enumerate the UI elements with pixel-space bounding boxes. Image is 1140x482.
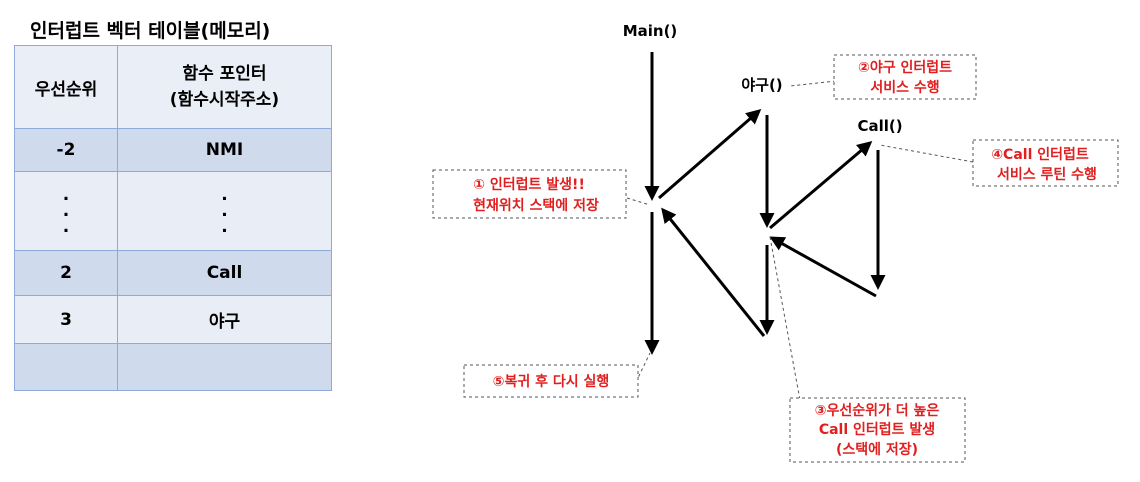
step3-line2: Call 인터럽트 발생 xyxy=(819,421,935,438)
step1-line1: ① 인터럽트 발생!! xyxy=(473,176,585,193)
step3-box xyxy=(789,397,966,463)
step3-leader xyxy=(769,236,801,401)
step4-box xyxy=(972,139,1119,187)
step2-line1: ②야구 인터럽트 xyxy=(858,59,952,76)
return-to-baseball-arrow xyxy=(769,236,877,298)
row-priority xyxy=(14,343,118,391)
step5-box xyxy=(463,364,639,398)
step4-leader xyxy=(879,144,974,163)
main-label: Main() xyxy=(623,22,678,40)
step2-line2: 서비스 수행 xyxy=(870,80,939,96)
step1-leader xyxy=(626,197,651,206)
row-priority-ellipsis: ... xyxy=(14,171,118,251)
step1-box xyxy=(432,169,627,219)
header-function-pointer: 함수 포인터(함수시작주소) xyxy=(117,45,332,129)
header-function-pointer-line: 함수 포인터(함수시작주소) xyxy=(169,64,280,110)
step1-line2: 현재위치 스택에 저장 xyxy=(473,197,599,214)
step3-line3: (스택에 저장) xyxy=(836,441,918,458)
step2-box xyxy=(833,54,977,100)
table-row xyxy=(14,343,332,391)
table-row: ... ... xyxy=(14,171,332,251)
jump-to-call-arrow xyxy=(769,141,873,230)
table-header-row: 우선순위 함수 포인터(함수시작주소) xyxy=(14,45,332,129)
step4-line1: ④Call 인터럽트 xyxy=(991,146,1089,163)
table-title: 인터럽트 벡터 테이블(메모리) xyxy=(30,20,271,42)
row-priority: -2 xyxy=(14,128,118,172)
baseball-label: 야구() xyxy=(741,76,782,94)
call-label: Call() xyxy=(857,117,902,135)
step4-line2: 서비스 루틴 수행 xyxy=(997,166,1097,183)
row-pointer xyxy=(117,343,332,391)
step3-line1: ③우선순위가 더 높은 xyxy=(815,403,940,419)
step5-line1: ⑤복귀 후 다시 실행 xyxy=(493,373,610,390)
table-row: 2 Call xyxy=(14,250,332,296)
table-row: -2 NMI xyxy=(14,128,332,172)
interrupt-vector-table: 우선순위 함수 포인터(함수시작주소) -2 NMI ... ... 2 Cal… xyxy=(14,45,332,391)
row-pointer: Call xyxy=(117,250,332,296)
row-priority: 2 xyxy=(14,250,118,296)
row-priority: 3 xyxy=(14,295,118,344)
step5-leader xyxy=(635,352,651,383)
return-to-main-arrow xyxy=(661,207,766,337)
jump-to-baseball-arrow xyxy=(658,109,762,200)
step2-leader xyxy=(789,80,837,87)
row-pointer-ellipsis: ... xyxy=(117,171,332,251)
row-pointer: NMI xyxy=(117,128,332,172)
